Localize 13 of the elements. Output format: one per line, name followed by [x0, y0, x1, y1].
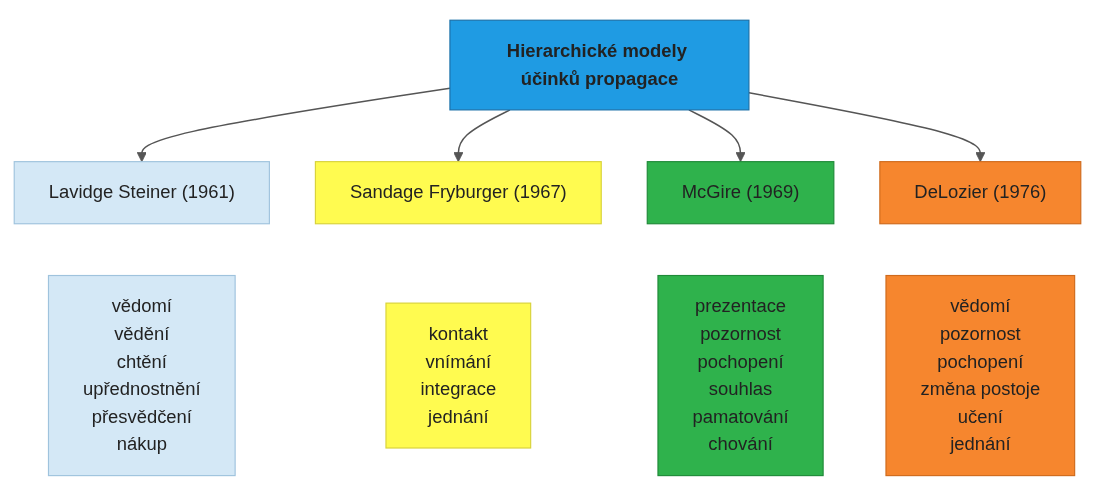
- node-box: [879, 160, 1082, 224]
- node-box: [646, 160, 835, 224]
- node-box: [13, 160, 270, 224]
- diagram: Hierarchické modely účinků propagace Lavidge Steiner (1961) Sandage Fryburger (1967) McGire (1969) DeLozier (1976) vědomí vědění chtění upřednostnění přesvědčení nákup kontakt vnímání integrace jednání prezentace pozornost pochopení souhlas pamatování chování vědomí pozornost pochopení změna postoje učení jednání: [5, 10, 1090, 485]
- node-box: [314, 160, 602, 224]
- arrow: [453, 108, 511, 162]
- arrow: [748, 91, 986, 162]
- node-box: [657, 274, 824, 476]
- node-box: [449, 19, 750, 111]
- node-box: [47, 274, 236, 476]
- arrow: [688, 108, 746, 162]
- node-box: [385, 302, 532, 449]
- node-box: [885, 274, 1076, 476]
